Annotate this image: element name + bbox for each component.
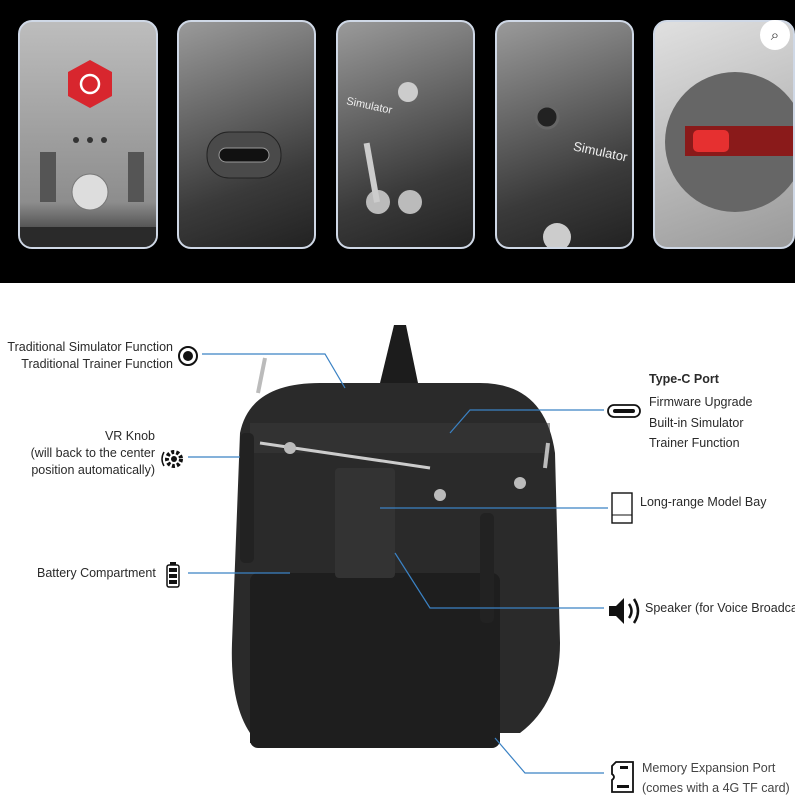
thumbnail-switches: Simulator xyxy=(336,20,475,249)
typec-title: Type-C Port xyxy=(649,372,719,386)
magnifier-icon[interactable]: ⌕ xyxy=(760,20,790,50)
jack-icon xyxy=(178,346,198,366)
callout-line: Built-in Simulator xyxy=(649,415,744,430)
thumbnail-simulator-port: Simulator xyxy=(495,20,634,249)
speaker-icon xyxy=(609,598,640,624)
callout-line: Traditional Trainer Function xyxy=(21,357,173,371)
typec-callout: Firmware Upgrade Built-in Simulator Trai… xyxy=(649,392,753,454)
callout-line: (will back to the center xyxy=(30,446,155,460)
module-bay-icon xyxy=(611,492,633,524)
thumbnail-typec-port xyxy=(177,20,316,249)
battery-icon xyxy=(166,562,180,588)
controller-image xyxy=(231,325,560,748)
callout-line: position automatically) xyxy=(31,463,155,477)
speaker-callout: Speaker (for Voice Broadcas xyxy=(645,601,795,615)
model-bay-callout: Long-range Model Bay xyxy=(640,495,767,509)
sd-card-icon xyxy=(611,761,634,793)
audio-jack-icon xyxy=(534,104,571,247)
callout-line: (comes with a 4G TF card) xyxy=(642,781,790,795)
callout-line: VR Knob xyxy=(104,429,155,443)
memory-callout: Memory Expansion Port (comes with a 4G T… xyxy=(642,758,790,798)
controller-diagram xyxy=(188,325,608,774)
callout-line: Firmware Upgrade xyxy=(649,395,753,409)
battery-callout: Battery Compartment xyxy=(37,566,156,580)
simulator-callout: Traditional Simulator Function Tradition… xyxy=(7,339,173,373)
thumbnail-gimbal xyxy=(653,20,795,249)
usb-c-icon xyxy=(607,404,641,418)
callout-line: Memory Expansion Port xyxy=(642,761,776,775)
callout-line: Trainer Function xyxy=(649,436,740,450)
leader-lines xyxy=(188,353,608,774)
knob-gear-icon xyxy=(161,450,183,468)
toggle-switch-icon xyxy=(363,82,422,214)
power-button-icon xyxy=(20,60,156,247)
thumbnail-power-button xyxy=(18,20,158,249)
vr-knob-callout: VR Knob (will back to the center positio… xyxy=(31,428,155,479)
usb-port-icon xyxy=(206,131,282,179)
gimbal-stick-icon xyxy=(665,72,793,212)
product-photo-strip: Simulator Simulator ⌕ xyxy=(0,0,795,283)
callout-line: Traditional Simulator Function xyxy=(7,340,173,354)
